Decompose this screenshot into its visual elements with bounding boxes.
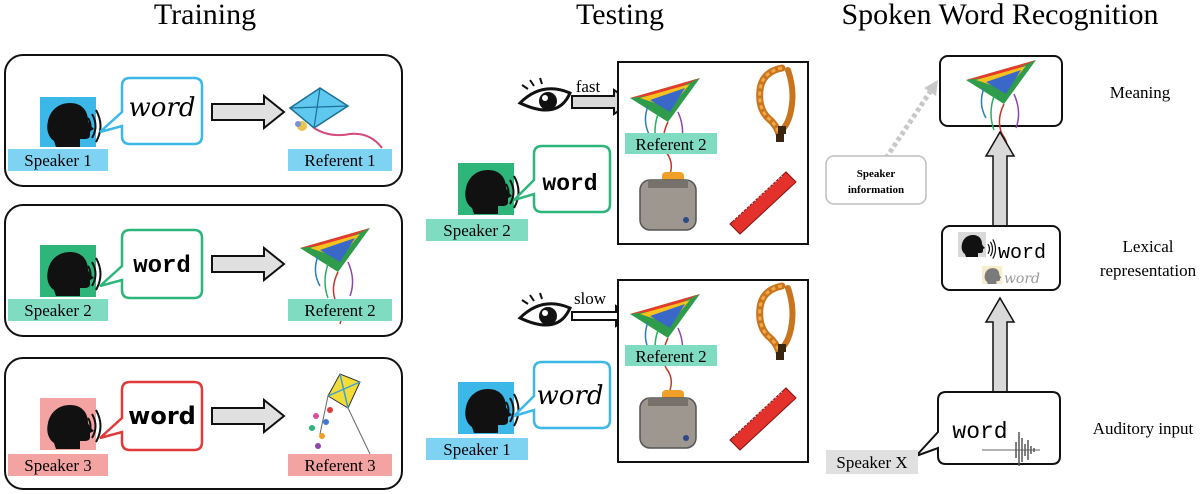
heading-recognition: Spoken Word Recognition: [841, 0, 1158, 31]
lexical-word-faded: word: [1004, 271, 1040, 287]
heading-training: Training: [154, 0, 256, 31]
speaker-x-label: Speaker X: [836, 453, 907, 472]
speaker-2-label: Speaker 2: [24, 301, 92, 320]
referent-2-label: Referent 2: [304, 301, 375, 320]
lexical-label-line1: Lexical: [1123, 237, 1174, 256]
toaster-icon: [639, 171, 697, 231]
bows-icon: [309, 407, 333, 449]
speaker-1-tag: [8, 149, 108, 171]
speaker-info-line2: information: [848, 184, 904, 196]
target-label: Referent 2: [635, 135, 706, 154]
dotted-arrow: [883, 90, 933, 160]
arrow-icon: [211, 397, 286, 435]
training-row-2: Speaker 2 word Referent 2: [4, 204, 403, 337]
up-arrow-icon: [984, 130, 1016, 227]
speaker-1-tag: [426, 438, 528, 460]
lexical-label-line2: representation: [1100, 261, 1197, 280]
training-row-1: Speaker 1 word Referent 1: [4, 54, 403, 187]
arrow-icon: [211, 245, 286, 283]
speaker-1-label: Speaker 1: [443, 440, 511, 459]
speaker-2-tag: [426, 219, 528, 241]
speaker-2-label: Speaker 2: [443, 221, 511, 240]
referent-3-tag: [288, 454, 392, 476]
speaker-2-tag: [8, 299, 108, 321]
referent-3-label: Referent 3: [304, 456, 375, 475]
target-tag: [625, 133, 717, 154]
speaker-head-icon: [958, 232, 986, 257]
word-label: word: [128, 402, 196, 430]
speaker-1-label: Speaker 1: [24, 151, 92, 170]
training-row-3: Speaker 3 word Referent 3: [4, 357, 403, 490]
word-label: word: [537, 381, 604, 411]
testing-top: fast Referent 2 Speaker 2 word: [426, 61, 809, 245]
speaker-x-tag: [826, 450, 918, 474]
testing-bottom: slow Referent 2 Speaker 1 word: [426, 279, 809, 463]
speech-bubble: [99, 76, 204, 146]
word-label: word: [133, 253, 191, 280]
toaster-icon: [639, 389, 697, 449]
speaker-info-line1: Speaker: [857, 168, 896, 180]
auditory-label: Auditory input: [1093, 419, 1194, 438]
speaker-info-box: [825, 155, 927, 205]
word-label: word: [129, 93, 196, 123]
speech-bubble: [513, 360, 612, 430]
referent-1-tag: [288, 149, 392, 171]
word-label: word: [542, 171, 597, 197]
input-word: word: [952, 419, 1007, 445]
up-arrow-icon: [984, 296, 1016, 393]
speaker-3-tag: [8, 454, 108, 476]
dotted-arrowhead: [924, 80, 938, 96]
referent-2-tag: [288, 299, 392, 321]
speaker-3-label: Speaker 3: [24, 456, 92, 475]
look-fast-label: fast: [576, 77, 601, 96]
target-tag: [625, 345, 717, 366]
eye-icon: [518, 76, 572, 112]
heading-testing: Testing: [576, 0, 664, 31]
speech-bubble: [99, 380, 204, 452]
waveform-icon: [982, 432, 1040, 466]
lexical-word: word: [998, 242, 1046, 265]
speech-bubble: [99, 228, 204, 300]
look-slow-label: slow: [574, 289, 607, 308]
auditory-bubble: [915, 391, 1061, 465]
arrow-icon: [211, 93, 286, 131]
speech-bubble: [513, 144, 612, 214]
recognition-panel: Meaning word word Lexical representation…: [825, 55, 1197, 474]
faded-speaker-icon: [982, 266, 1003, 284]
meaning-label: Meaning: [1110, 83, 1171, 102]
referent-1-label: Referent 1: [304, 151, 375, 170]
eye-icon: [518, 291, 572, 327]
target-label: Referent 2: [635, 347, 706, 366]
